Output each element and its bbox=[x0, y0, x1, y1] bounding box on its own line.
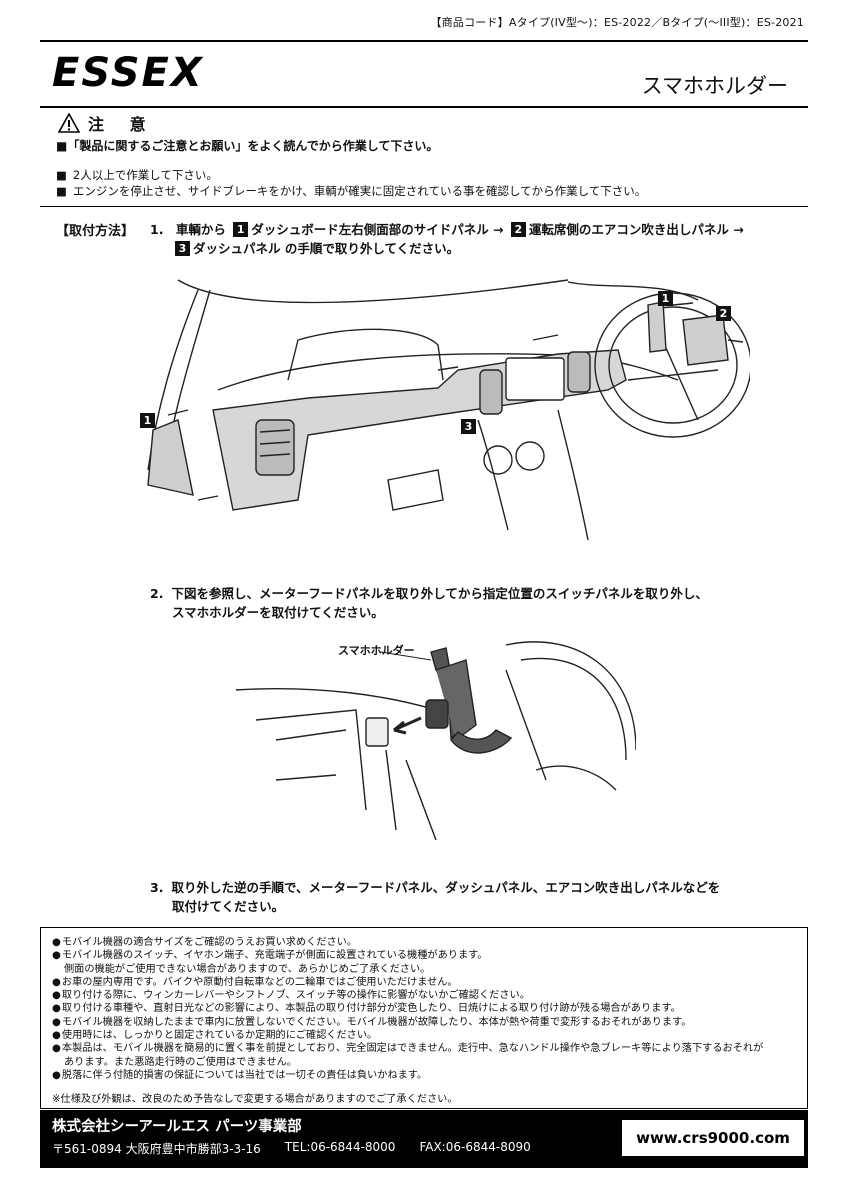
caution-main-text: ■「製品に関するご注意とお願い」をよく読んでから作業して下さい。 bbox=[56, 139, 439, 153]
caution-list: 2人以上で作業して下さい。 エンジンを停止させ、サイドブレーキをかけ、車輌が確実… bbox=[56, 167, 646, 199]
note-item: 取り付ける車種や、直射日光などの影響により、本製品の取り付け部分が変色したり、日… bbox=[52, 1002, 763, 1015]
step-2: 2. 下図を参照し、メーターフードパネルを取り外してから指定位置のスイッチパネルを… bbox=[150, 584, 708, 622]
step-3: 3. 取り外した逆の手順で、メーターフードパネル、ダッシュパネル、エアコン吹き出し… bbox=[150, 878, 720, 916]
dashboard-illustration bbox=[138, 270, 752, 559]
figure-label-2: 2 bbox=[716, 306, 731, 321]
caution-item: 2人以上で作業して下さい。 bbox=[56, 167, 646, 183]
note-item: モバイル機器を収納したままで車内に放置しないでください。モバイル機器が故障したり… bbox=[52, 1016, 763, 1029]
top-divider bbox=[40, 40, 808, 42]
step-text: スマホホルダーを取付けてください。 bbox=[172, 605, 384, 620]
tel-text: TEL:06-6844-8000 bbox=[284, 1140, 396, 1154]
note-item: 本製品は、モバイル機器を簡易的に置く事を前提としており、完全固定はできません。走… bbox=[52, 1042, 763, 1055]
step-text: 取付けてください。 bbox=[172, 899, 285, 914]
figure-label-3: 3 bbox=[461, 419, 476, 434]
header-divider bbox=[40, 106, 808, 108]
section-divider bbox=[40, 206, 808, 207]
spec-note: ※仕様及び外観は、改良のため予告なしで変更する場合がありますのでご了承ください。 bbox=[52, 1094, 458, 1105]
holder-illustration bbox=[235, 630, 637, 849]
caution-item: エンジンを停止させ、サイドブレーキをかけ、車輌が確実に固定されている事を確認して… bbox=[56, 183, 646, 199]
step-text: 車輌から bbox=[175, 222, 226, 237]
number-badge: 3 bbox=[175, 241, 190, 256]
notes-list: モバイル機器の適合サイズをご確認のうえお買い求めください。モバイル機器のスイッチ… bbox=[52, 936, 763, 1082]
step-text: 取り外した逆の手順で、メーターフードパネル、ダッシュパネル、エアコン吹き出しパネ… bbox=[171, 880, 721, 895]
product-name: スマホホルダー bbox=[641, 74, 788, 98]
company-address: 〒561-0894 大阪府豊中市勝部3-3-16 TEL:06-6844-800… bbox=[52, 1140, 531, 1157]
brand-logo: ESSEX bbox=[52, 50, 272, 96]
note-item: モバイル機器のスイッチ、イヤホン端子、充電端子が側面に設置されている機種がありま… bbox=[52, 949, 763, 962]
company-name: 株式会社シーアールエス パーツ事業部 bbox=[52, 1119, 302, 1135]
note-item: あります。また悪路走行時のご使用はできません。 bbox=[64, 1056, 297, 1068]
step-text: ダッシュボード左右側面部のサイドパネル → bbox=[251, 222, 504, 237]
number-badge: 1 bbox=[233, 222, 249, 237]
step-text: ダッシュパネル の手順で取り外してください。 bbox=[193, 241, 460, 256]
step-text: 下図を参照し、メーターフードパネルを取り外してから指定位置のスイッチパネルを取り… bbox=[171, 586, 708, 601]
step-number: 2. bbox=[150, 586, 164, 601]
notes-box bbox=[40, 927, 808, 1109]
method-label: 【取付方法】 bbox=[56, 224, 135, 239]
note-item: お車の屋内専用です。バイクや原動付自転車などの二輪車ではご使用いただけません。 bbox=[52, 976, 763, 989]
step-text: 運転席側のエアコン吹き出しパネル → bbox=[528, 222, 744, 237]
caution-heading: 注 意 bbox=[58, 111, 156, 135]
step-number: 1. bbox=[150, 222, 164, 237]
step-number: 3. bbox=[150, 880, 164, 895]
caution-title: 注 意 bbox=[88, 115, 156, 134]
note-item: 取り付ける際に、ウィンカーレバーやシフトノブ、スイッチ等の操作に影響がないかご確… bbox=[52, 989, 763, 1002]
website-url[interactable]: www.crs9000.com bbox=[622, 1120, 804, 1156]
note-item: 脱落に伴う付随的損害の保証については当社では一切その責任は負いかねます。 bbox=[52, 1069, 763, 1082]
figure-label-1: 1 bbox=[140, 413, 155, 428]
address-text: 〒561-0894 大阪府豊中市勝部3-3-16 bbox=[52, 1142, 261, 1156]
fax-text: FAX:06-6844-8090 bbox=[419, 1140, 531, 1154]
note-item: 使用時には、しっかりと固定されているか定期的にご確認ください。 bbox=[52, 1029, 763, 1042]
product-code: 【商品コード】Aタイプ(IV型〜)：ES-2022／Bタイプ(〜III型)：ES… bbox=[430, 16, 804, 29]
note-item: モバイル機器の適合サイズをご確認のうえお買い求めください。 bbox=[52, 936, 763, 949]
holder-callout: スマホホルダー bbox=[338, 644, 415, 657]
figure-label-1b: 1 bbox=[658, 291, 673, 306]
warning-icon bbox=[58, 113, 80, 133]
note-item: 側面の機能がご使用できない場合がありますので、あらかじめご了承ください。 bbox=[64, 963, 431, 975]
number-badge: 2 bbox=[510, 222, 526, 237]
brand-logo-text: ESSEX bbox=[52, 52, 204, 92]
